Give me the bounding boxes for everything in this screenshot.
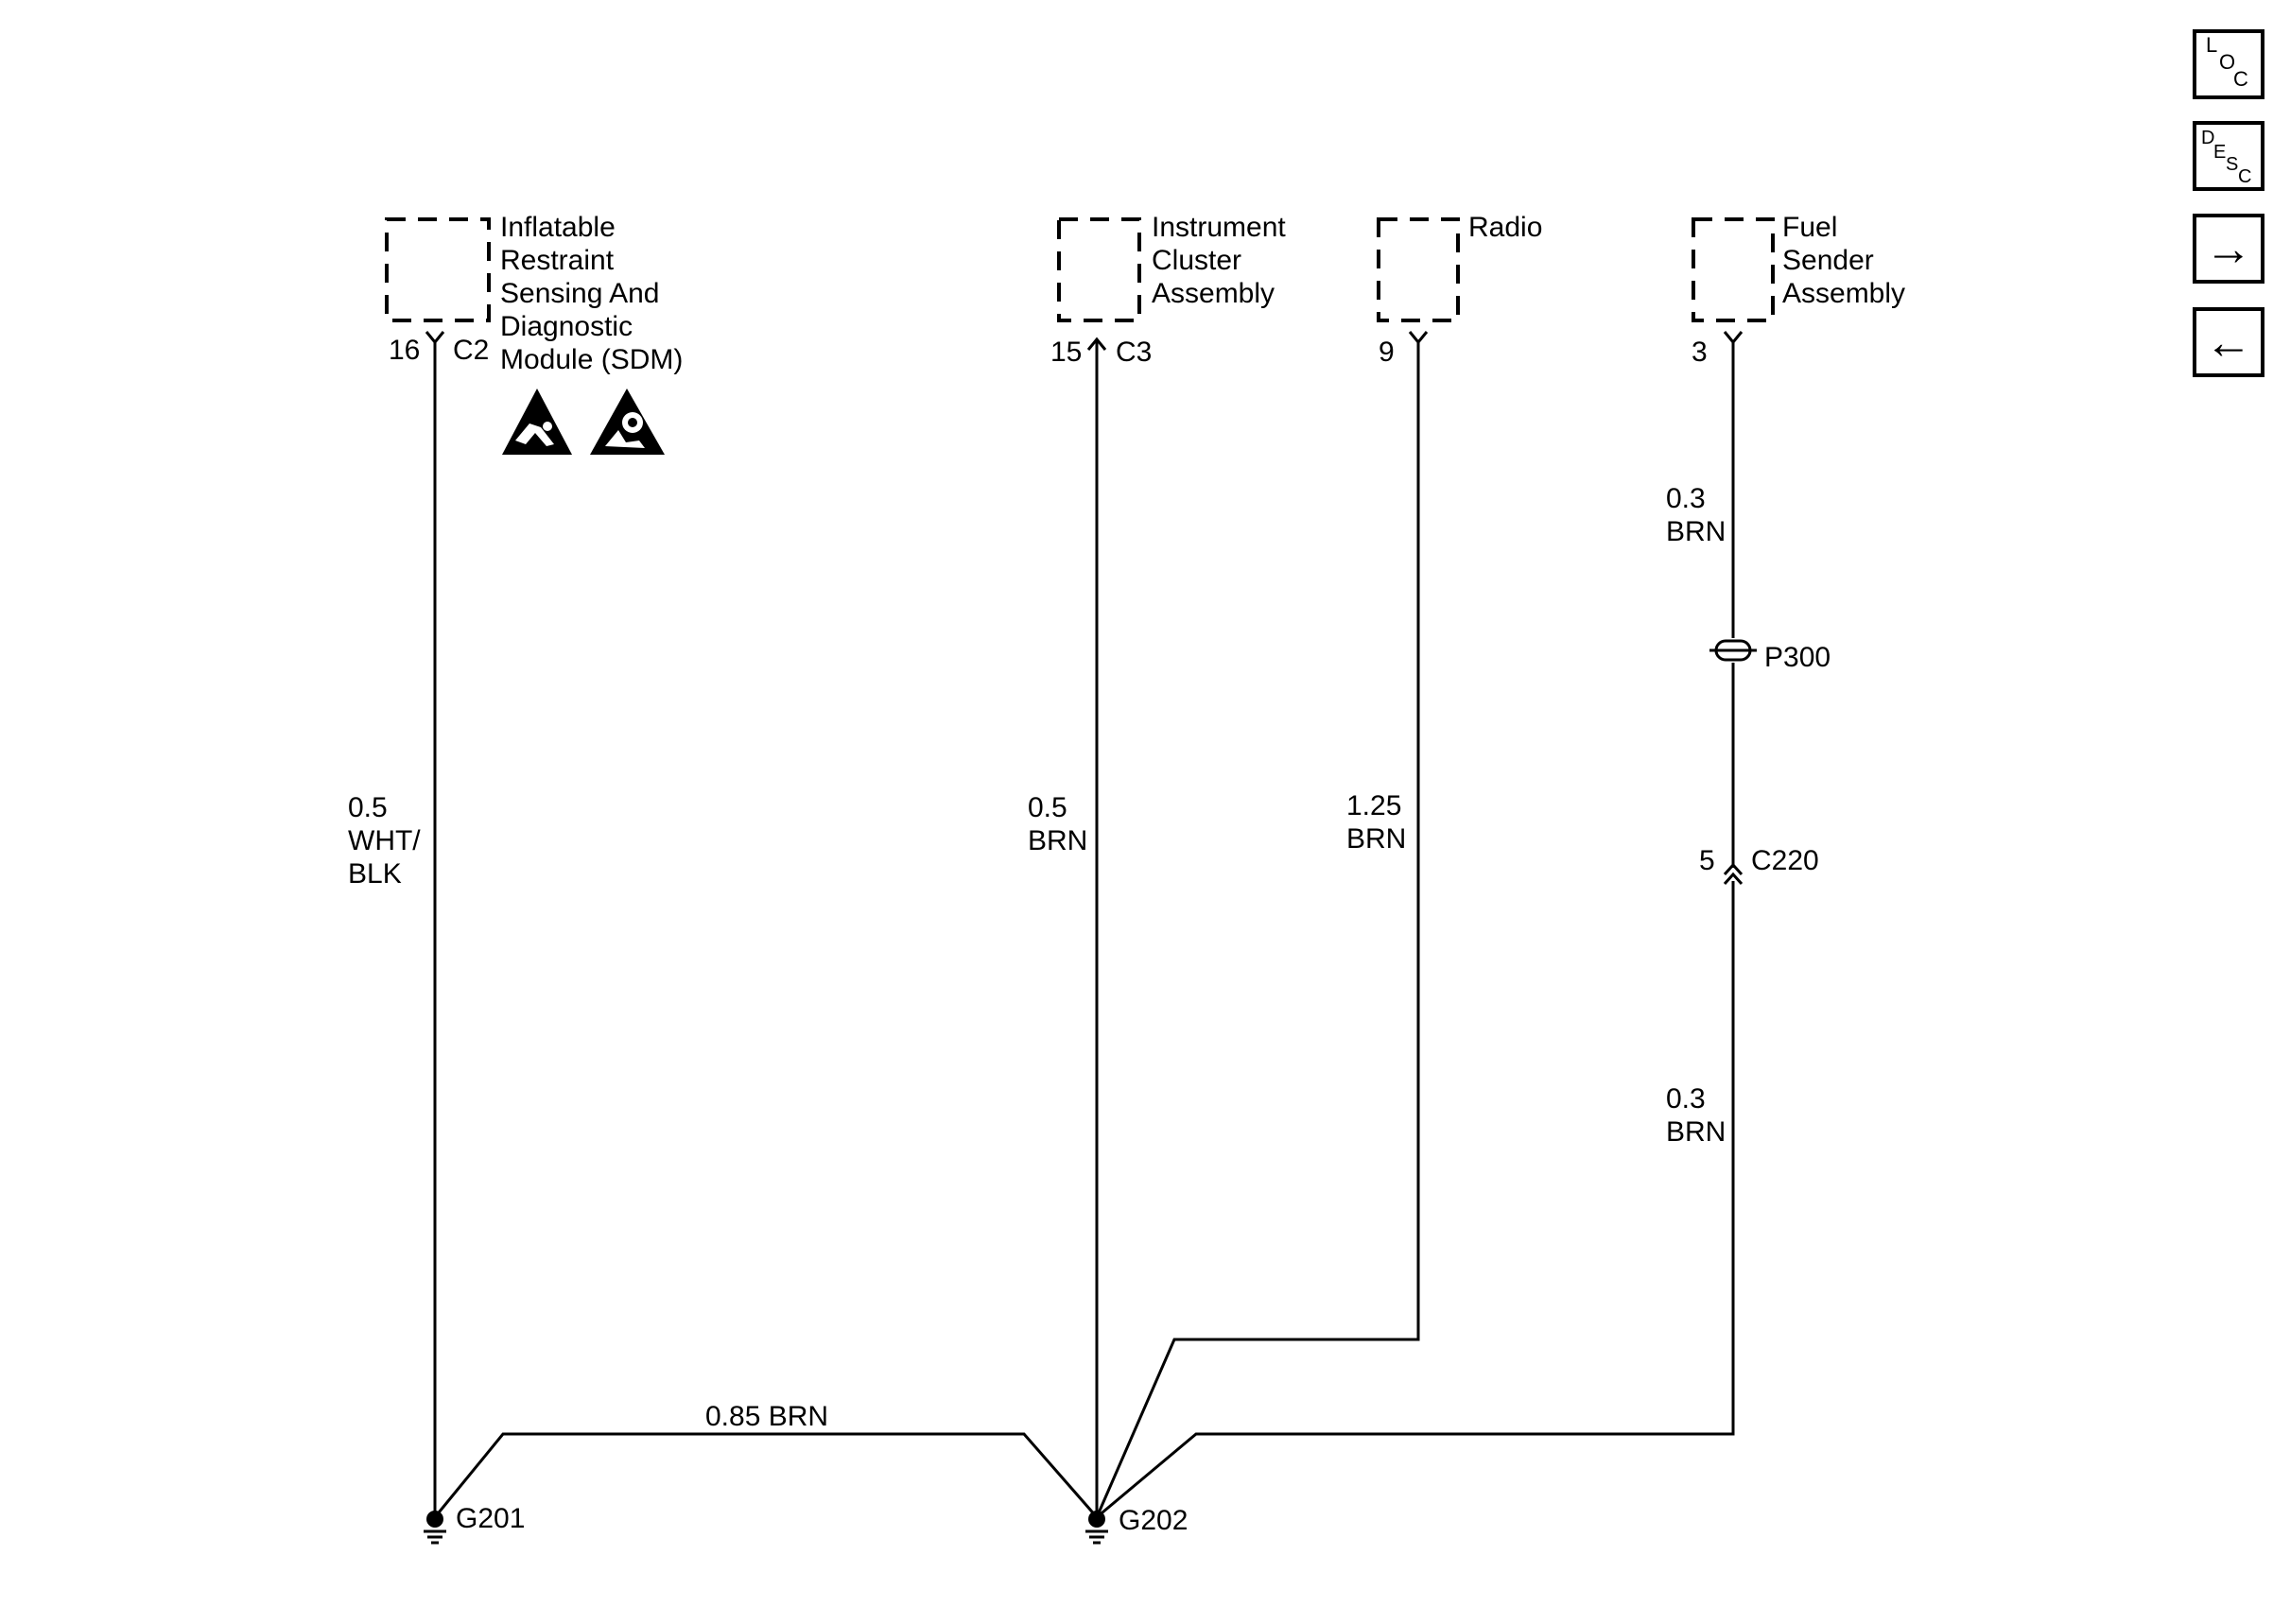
g201-g202-link-wire [433, 1432, 1099, 1518]
fuel-female-terminal [1723, 331, 1744, 345]
sdm-pin-number: 16 [389, 335, 420, 366]
fuel-upper-wire-label: 0.3 BRN [1666, 483, 1726, 547]
desc-button[interactable]: D E S C [2193, 121, 2264, 191]
loc-letter-c: C [2233, 67, 2248, 91]
c220-label: C220 [1751, 845, 1819, 876]
sdm-wire-label: 0.5 WHT/ BLK [348, 792, 428, 890]
fuel-lower-wire [1096, 881, 1735, 1519]
radio-component-box [1377, 217, 1460, 322]
g202-ground-symbol [1085, 1511, 1108, 1545]
next-page-button[interactable]: → [2193, 214, 2264, 284]
airbag-warning-icon [590, 389, 665, 455]
desc-letter-d: D [2201, 128, 2214, 148]
instrument-cluster-name: Instrument Cluster Assembly [1152, 212, 1293, 309]
desc-letter-s: S [2226, 154, 2238, 175]
p300-splice-symbol [1709, 639, 1757, 662]
sdm-connector-label: C2 [453, 335, 489, 366]
instrument-cluster-component-box [1057, 217, 1141, 322]
right-arrow-icon: → [2205, 222, 2252, 275]
loc-button[interactable]: L O C [2193, 29, 2264, 99]
radio-ground-wire [1095, 342, 1420, 1518]
g201-label: G201 [456, 1503, 525, 1534]
g202-label: G202 [1119, 1505, 1188, 1536]
sdm-name: Inflatable Restraint Sensing And Diagnos… [500, 212, 683, 375]
fuel-pin-number: 3 [1692, 337, 1708, 368]
sdm-component-box [385, 217, 491, 322]
cluster-pin-number: 15 [1050, 337, 1082, 368]
c220-pin-number: 5 [1699, 845, 1715, 876]
radio-name: Radio [1468, 212, 1542, 243]
ground-link-wire-label: 0.85 BRN [705, 1401, 828, 1432]
radio-wire-label: 1.25 BRN [1346, 790, 1410, 855]
desc-letter-c: C [2238, 166, 2251, 187]
radio-female-terminal [1408, 331, 1429, 345]
left-arrow-icon: ← [2205, 316, 2252, 369]
previous-page-button[interactable]: ← [2193, 307, 2264, 377]
radio-pin-number: 9 [1379, 337, 1395, 368]
cluster-connector-label: C3 [1116, 337, 1152, 368]
p300-label: P300 [1764, 642, 1831, 673]
desc-letter-e: E [2213, 142, 2226, 163]
cluster-wire-label: 0.5 BRN [1028, 792, 1087, 856]
sdm-female-terminal [425, 331, 445, 345]
loc-letter-o: O [2219, 50, 2235, 74]
fuel-lower-wire-label: 0.3 BRN [1666, 1083, 1726, 1148]
fuel-sender-name: Fuel Sender Assembly [1782, 212, 1905, 309]
g201-ground-symbol [424, 1511, 446, 1545]
esd-warning-icon [502, 389, 572, 455]
c220-inline-connector [1723, 862, 1744, 886]
fuel-sender-component-box [1692, 217, 1775, 322]
loc-letter-l: L [2206, 33, 2217, 57]
